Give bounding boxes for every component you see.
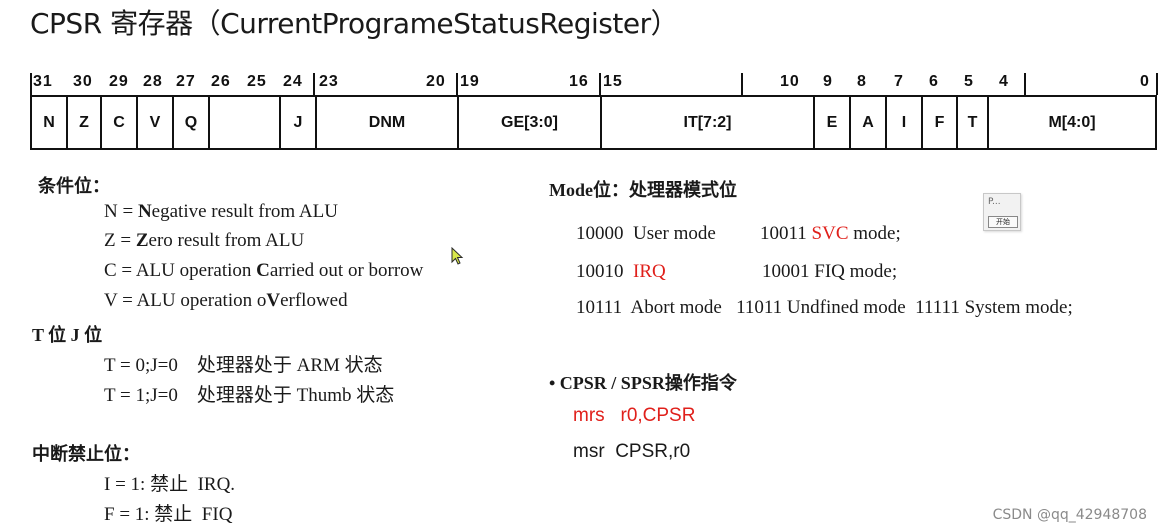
mode-row-1a: 10000 User mode	[576, 223, 716, 244]
bit-label: 29	[109, 73, 129, 90]
bit-label: 27	[176, 73, 196, 90]
ops-mrs-line: mrs r0,CPSR	[573, 405, 696, 426]
mode-heading: Mode位：处理器模式位	[549, 180, 737, 200]
condition-line-z: Z = Zero result from ALU	[104, 230, 305, 251]
bit-label: 24	[283, 73, 303, 90]
condition-line-c: C = ALU operation Carried out or borrow	[104, 260, 424, 281]
field-c: C	[100, 95, 136, 150]
bit-tick	[30, 73, 32, 95]
interrupt-line-irq: I = 1: 禁止 IRQ.	[104, 474, 236, 495]
field-q: Q	[172, 95, 208, 150]
field-it: IT[7:2]	[600, 95, 813, 150]
watermark: CSDN @qq_42948708	[992, 507, 1147, 523]
mouse-cursor-icon	[451, 247, 464, 265]
bit-label: 10	[780, 73, 800, 90]
field-e: E	[813, 95, 849, 150]
tj-line-thumb: T = 1;J=0 处理器处于 Thumb 状态	[104, 385, 395, 406]
bit-label: 23	[319, 73, 339, 90]
mode-row-2b: 10001 FIQ mode;	[762, 261, 898, 282]
field-dnm: DNM	[315, 95, 457, 150]
tj-line-arm: T = 0;J=0 处理器处于 ARM 状态	[104, 355, 383, 376]
bit-label: 26	[211, 73, 231, 90]
floating-popup[interactable]: P... 开始	[983, 193, 1021, 231]
bit-label: 9	[823, 73, 833, 90]
bit-tick	[456, 73, 458, 95]
bit-label: 7	[894, 73, 904, 90]
bit-label: 16	[569, 73, 589, 90]
field-i: I	[885, 95, 921, 150]
condition-heading: 条件位：	[38, 176, 110, 196]
field-t: T	[956, 95, 987, 150]
field-v: V	[136, 95, 172, 150]
bit-label: 15	[603, 73, 623, 90]
condition-line-v: V = ALU operation oVerflowed	[104, 290, 348, 311]
ops-heading: • CPSR / SPSR操作指令	[549, 373, 737, 393]
popup-start-button[interactable]: 开始	[988, 216, 1018, 228]
bit-label: 20	[426, 73, 446, 90]
bit-label: 8	[857, 73, 867, 90]
bit-label: 30	[73, 73, 93, 90]
mode-row-1b: 10011 SVC mode;	[760, 223, 901, 244]
mode-row-3: 10111 Abort mode 11011 Undfined mode 111…	[576, 297, 1073, 318]
bit-label: 5	[964, 73, 974, 90]
field-a: A	[849, 95, 885, 150]
bit-label: 25	[247, 73, 267, 90]
mode-row-2a: 10010 IRQ	[576, 261, 666, 282]
condition-line-n: N = Negative result from ALU	[104, 201, 338, 222]
field-reserved	[208, 95, 279, 150]
field-f: F	[921, 95, 956, 150]
bit-label: 0	[1140, 73, 1150, 90]
interrupt-heading: 中断禁止位：	[32, 444, 140, 464]
bit-tick	[1024, 73, 1026, 95]
bit-label: 4	[999, 73, 1009, 90]
bit-label: 19	[460, 73, 480, 90]
ops-msr-line: msr CPSR,r0	[573, 441, 691, 462]
bit-label: 6	[929, 73, 939, 90]
interrupt-line-fiq: F = 1: 禁止 FIQ	[104, 504, 233, 525]
field-ge: GE[3:0]	[457, 95, 600, 150]
field-mode: M[4:0]	[987, 95, 1157, 150]
bit-tick	[313, 73, 315, 95]
bit-tick	[1156, 73, 1158, 95]
bit-label: 31	[33, 73, 53, 90]
field-z: Z	[66, 95, 100, 150]
cpsr-register-diagram: 31 30 29 28 27 26 25 24 23 20 19 16 15 1…	[30, 73, 1158, 151]
bit-label: 28	[143, 73, 163, 90]
tj-heading: T 位 J 位	[32, 325, 103, 345]
popup-label: P...	[988, 197, 1001, 207]
bit-tick	[599, 73, 601, 95]
bit-tick	[741, 73, 743, 95]
slide-title: CPSR 寄存器（CurrentProgrameStatusRegister）	[30, 7, 679, 40]
field-n: N	[30, 95, 66, 150]
field-j: J	[279, 95, 315, 150]
